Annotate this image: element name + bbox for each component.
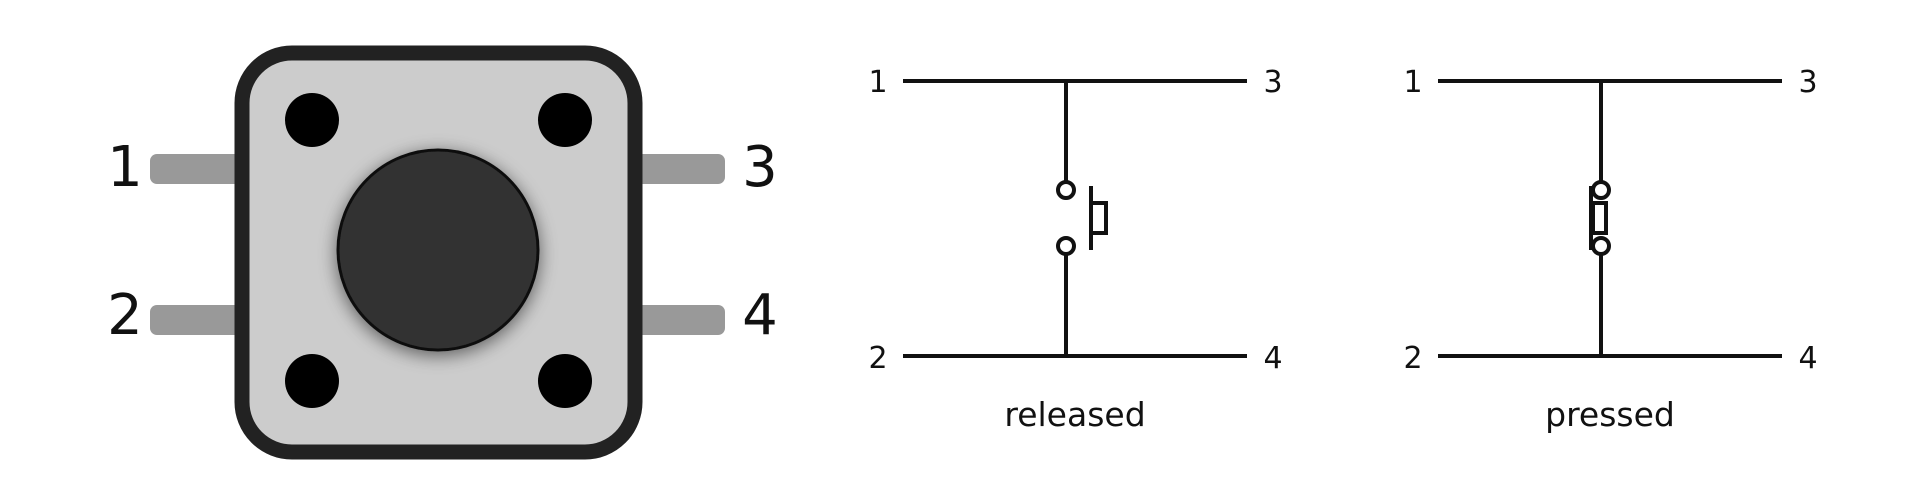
- tactile-switch-component: 1 2 3 4: [107, 45, 778, 460]
- mounting-hole-top-left: [285, 93, 339, 147]
- upper-contact: [1591, 180, 1611, 200]
- mounting-hole-top-right: [538, 93, 592, 147]
- lead-pin-3: [630, 154, 725, 184]
- released-pin-1: 1: [868, 65, 887, 100]
- lead-pin-2: [150, 305, 245, 335]
- pin-label-2: 2: [107, 283, 143, 348]
- released-pin-4: 4: [1263, 341, 1282, 376]
- pin-label-1: 1: [107, 135, 143, 200]
- push-button: [336, 148, 540, 352]
- lead-pin-4: [630, 305, 725, 335]
- lower-contact: [1056, 236, 1076, 256]
- pressed-pin-4: 4: [1798, 341, 1817, 376]
- pin-label-3: 3: [742, 135, 778, 200]
- pin-label-4: 4: [742, 283, 778, 348]
- pressed-pin-2: 2: [1403, 341, 1422, 376]
- upper-contact: [1056, 180, 1076, 200]
- lower-contact: [1591, 236, 1611, 256]
- mounting-hole-bottom-left: [285, 354, 339, 408]
- mounting-hole-bottom-right: [538, 354, 592, 408]
- released-pin-3: 3: [1263, 65, 1282, 100]
- released-pin-2: 2: [868, 341, 887, 376]
- schematic-released: 1 3 2 4 released: [868, 65, 1282, 434]
- button-actuator-head: [1591, 201, 1608, 235]
- released-caption: released: [1004, 395, 1145, 434]
- pressed-caption: pressed: [1545, 395, 1675, 434]
- schematic-pressed: 1 3 2 4 pressed: [1403, 65, 1817, 434]
- pressed-pin-1: 1: [1403, 65, 1422, 100]
- lead-pin-1: [150, 154, 245, 184]
- pressed-pin-3: 3: [1798, 65, 1817, 100]
- button-actuator-head: [1089, 201, 1108, 235]
